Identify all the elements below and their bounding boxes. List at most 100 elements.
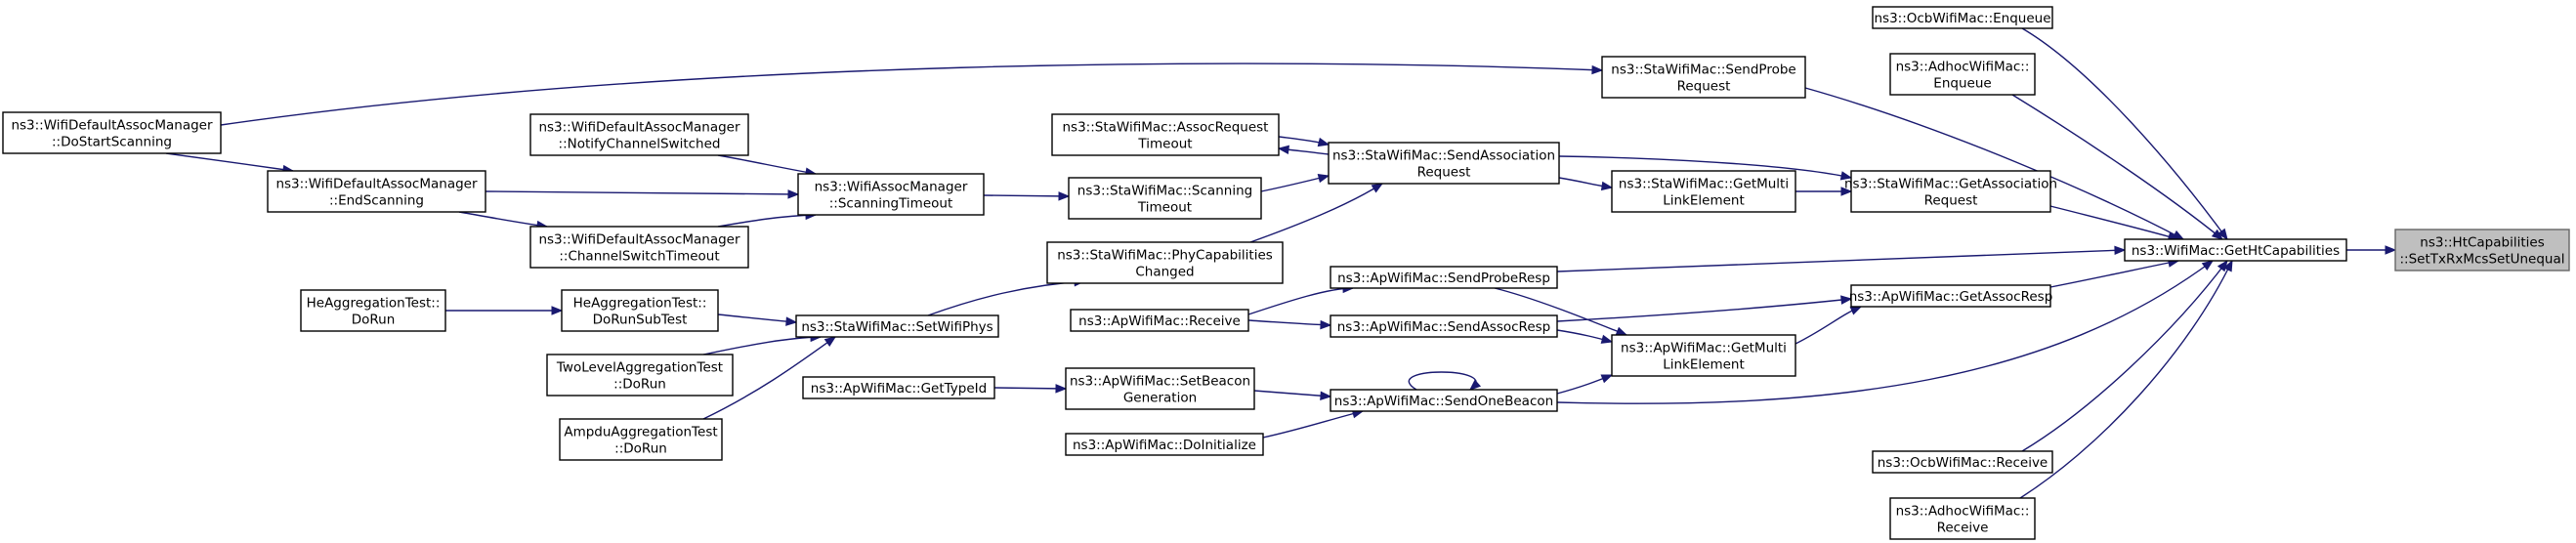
node-label: HeAggregationTest:: (307, 296, 441, 312)
node-label: ::DoStartScanning (52, 135, 172, 150)
node-chSwitchTimeout[interactable]: ns3::WifiDefaultAssocManager::ChannelSwi… (529, 226, 749, 269)
node-label: ns3::OcbWifiMac::Enqueue (1874, 11, 2050, 26)
edge-phyCapChanged-to-sendAssocReq (1249, 183, 1384, 243)
node-label: ns3::WifiAssocManager (815, 180, 968, 195)
node-apSendProbeResp[interactable]: ns3::ApWifiMac::SendProbeResp (1330, 266, 1558, 289)
edge-heDoRunSub-to-setWifiPhys (717, 313, 798, 326)
edge-apDoInit-to-apSendOneBeacon (1262, 409, 1365, 439)
node-label: ns3::HtCapabilities (2420, 235, 2544, 251)
edge-staGetMulti-to-staGetAssocReq (1795, 187, 1853, 196)
node-label: Request (1677, 79, 1731, 95)
node-ocbEnq[interactable]: ns3::OcbWifiMac::Enqueue (1872, 6, 2053, 29)
node-label: ns3::ApWifiMac::Receive (1078, 313, 1241, 329)
node-label: Generation (1123, 391, 1197, 406)
node-apDoInit[interactable]: ns3::ApWifiMac::DoInitialize (1065, 433, 1264, 456)
node-label: ns3::WifiDefaultAssocManager (275, 177, 478, 192)
node-label: ns3::WifiDefaultAssocManager (538, 232, 740, 248)
node-label: ns3::ApWifiMac::DoInitialize (1073, 438, 1256, 453)
node-label: TwoLevelAggregationTest (556, 360, 723, 376)
edge-scanTimeoutSta-to-sendAssocReq (1260, 173, 1330, 192)
edge-ocbRecv-to-getHt (2021, 259, 2228, 452)
edge-staGetAssocReq-to-getHt (2049, 205, 2180, 241)
edge-getHt-to-target (2346, 245, 2397, 255)
edge-apSendOneBeacon-to-apGetMulti (1556, 374, 1614, 395)
node-apReceive[interactable]: ns3::ApWifiMac::Receive (1070, 309, 1249, 332)
node-apSendOneBeacon[interactable]: ns3::ApWifiMac::SendOneBeacon (1330, 389, 1558, 412)
node-label: ::EndScanning (329, 193, 424, 209)
edge-ocbEnq-to-getHt (2021, 27, 2228, 241)
node-label: LinkElement (1663, 357, 1745, 373)
node-label: ::ChannelSwitchTimeout (559, 249, 719, 265)
edge-adhocRecv-to-getHt (2011, 259, 2233, 504)
node-label: ns3::WifiDefaultAssocManager (538, 120, 740, 136)
node-getHt[interactable]: ns3::WifiMac::GetHtCapabilities (2124, 238, 2347, 262)
node-twoLevel[interactable]: TwoLevelAggregationTest::DoRun (546, 354, 734, 397)
node-label: ns3::StaWifiMac::Scanning (1077, 184, 1252, 199)
edge-apSendOneBeacon-to-getHt (1556, 260, 2215, 404)
node-label: ns3::WifiMac::GetHtCapabilities (2132, 243, 2340, 259)
node-label: HeAggregationTest:: (573, 296, 707, 312)
node-heDoRunSub[interactable]: HeAggregationTest::DoRunSubTest (561, 289, 719, 332)
edge-sendAssocReq-to-staGetMulti (1558, 177, 1614, 191)
edge-apSendAssocResp-to-apGetAssocResp (1556, 295, 1853, 322)
node-label: ns3::StaWifiMac::AssocRequest (1063, 120, 1269, 136)
edge-apSetBeaconGen-to-apSendOneBeacon (1253, 390, 1332, 400)
edge-assocReqTimeout-to-sendAssocReq (1278, 136, 1330, 147)
node-apSendAssocResp[interactable]: ns3::ApWifiMac::SendAssocResp (1330, 314, 1558, 338)
node-label: ns3::StaWifiMac::SetWifiPhys (801, 319, 992, 335)
node-endScanning[interactable]: ns3::WifiDefaultAssocManager::EndScannin… (267, 170, 486, 213)
node-heDoRun[interactable]: HeAggregationTest::DoRun (300, 289, 446, 332)
node-target: ns3::HtCapabilities::SetTxRxMcsSetUnequa… (2394, 229, 2570, 272)
node-label: ns3::StaWifiMac::SendProbe (1611, 63, 1795, 78)
node-scanningTimeout[interactable]: ns3::WifiAssocManager::ScanningTimeout (797, 173, 985, 216)
node-label: Request (1417, 165, 1471, 181)
node-label: ns3::ApWifiMac::SendProbeResp (1337, 271, 1550, 286)
edge-apSendProbeResp-to-apGetMulti (1494, 287, 1628, 336)
nodes-layer: ns3::HtCapabilities::SetTxRxMcsSetUnequa… (2, 6, 2570, 540)
node-adhocRecv[interactable]: ns3::AdhocWifiMac::Receive (1889, 497, 2036, 540)
edge-notifyChSwitched-to-scanningTimeout (717, 154, 818, 177)
node-scanTimeoutSta[interactable]: ns3::StaWifiMac::ScanningTimeout (1068, 177, 1262, 220)
node-label: ns3::StaWifiMac::GetAssociation (1844, 177, 2057, 192)
edge-ampdu-to-setWifiPhys (702, 336, 837, 420)
edge-sendAssocReq-to-assocReqTimeout (1277, 145, 1330, 155)
node-label: ns3::ApWifiMac::SendOneBeacon (1334, 394, 1553, 409)
node-label: ns3::AdhocWifiMac:: (1896, 60, 2030, 75)
node-label: Receive (1937, 521, 1989, 536)
node-label: ::DoRun (613, 377, 666, 393)
node-label: ns3::StaWifiMac::SendAssociation (1332, 148, 1555, 164)
node-notifyChSwitched[interactable]: ns3::WifiDefaultAssocManager::NotifyChan… (529, 113, 749, 156)
edge-doStartScanning-to-sendProbeReq (220, 63, 1604, 126)
node-apGetAssocResp[interactable]: ns3::ApWifiMac::GetAssocResp (1849, 284, 2053, 308)
node-adhocEnq[interactable]: ns3::AdhocWifiMac::Enqueue (1889, 53, 2036, 96)
node-doStartScanning[interactable]: ns3::WifiDefaultAssocManager::DoStartSca… (2, 111, 222, 154)
edge-apSendOneBeacon-to-apSendOneBeacon (1408, 371, 1482, 391)
node-ocbRecv[interactable]: ns3::OcbWifiMac::Receive (1872, 450, 2053, 474)
node-label: DoRun (352, 313, 396, 328)
node-label: AmpduAggregationTest (564, 425, 717, 440)
edge-apReceive-to-apSendProbeResp (1247, 283, 1355, 315)
edge-sendProbeReq-to-getHt (1804, 87, 2185, 240)
node-apGetTypeId[interactable]: ns3::ApWifiMac::GetTypeId (802, 376, 995, 399)
node-label: ns3::ApWifiMac::SendAssocResp (1337, 319, 1551, 335)
edge-adhocEnq-to-getHt (2011, 94, 2224, 240)
node-label: ns3::ApWifiMac::GetTypeId (811, 381, 987, 397)
edge-apGetMulti-to-apGetAssocResp (1795, 306, 1863, 345)
node-label: ::DoRun (614, 441, 667, 457)
node-label: ns3::WifiDefaultAssocManager (11, 118, 213, 134)
node-setWifiPhys[interactable]: ns3::StaWifiMac::SetWifiPhys (795, 314, 999, 338)
node-label: Timeout (1137, 200, 1192, 216)
node-ampdu[interactable]: AmpduAggregationTest::DoRun (559, 418, 723, 461)
edge-heDoRun-to-heDoRunSub (445, 306, 564, 315)
node-label: ::NotifyChannelSwitched (559, 137, 721, 152)
node-label: ns3::AdhocWifiMac:: (1896, 504, 2030, 520)
